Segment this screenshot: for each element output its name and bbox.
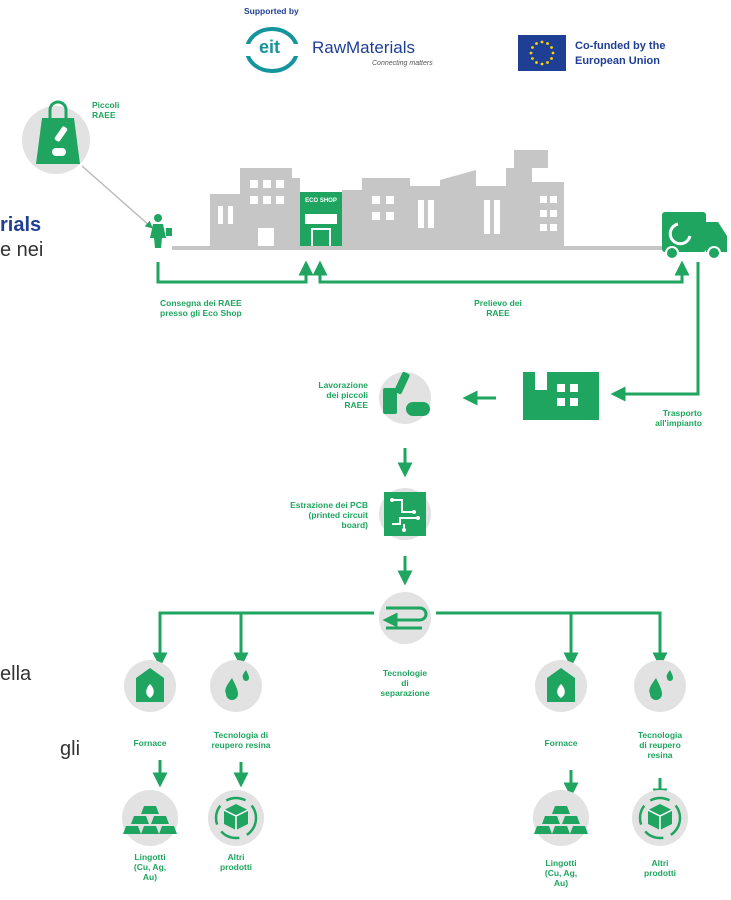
label-lingotti-left: Lingotti (Cu, Ag, Au) [133, 852, 167, 882]
eu-star [531, 57, 534, 60]
eu-star [550, 57, 553, 60]
ingots-left-icon [122, 790, 178, 846]
label-altri-left: Altri prodotti [219, 852, 253, 872]
eit-logo: eit [244, 26, 306, 74]
eu-star [529, 51, 533, 55]
city-windows [218, 180, 557, 246]
side-text-fragment-1: rials [0, 214, 42, 236]
label-resina-left: Tecnologia di reupero resina [211, 730, 271, 750]
factory-icon [523, 372, 599, 420]
resina-left-icon [210, 660, 262, 712]
right-branch-line [436, 611, 668, 668]
truck-icon [662, 212, 727, 260]
fornace-right-icon [535, 660, 587, 712]
prelievo-bracket [312, 260, 690, 284]
label-fornace-right: Fornace [544, 738, 578, 748]
label-prelievo: Prelievo dei RAEE [474, 298, 522, 318]
eu-star [546, 42, 549, 45]
products-left-icon [208, 790, 264, 846]
ingots-right-icon [533, 790, 589, 846]
eu-star [540, 40, 544, 44]
person-icon [150, 214, 172, 248]
eu-star [550, 46, 553, 49]
rawmaterials-logo-tagline: Connecting matters [372, 60, 433, 67]
label-tecnologie-separazione: Tecnologie di separazione [380, 668, 430, 698]
eit-logo-text: eit [259, 37, 281, 57]
eu-star [531, 46, 534, 49]
label-trasporto: Trasporto all'impianto [655, 408, 702, 428]
label-estrazione: Estrazione dei PCB (printed circuit boar… [290, 500, 368, 530]
eu-cofunded-line2: European Union [575, 55, 660, 67]
side-text-fragment-4: gli [60, 738, 81, 760]
eu-flag [518, 35, 566, 71]
small-devices-icon [379, 371, 431, 424]
eu-star [535, 61, 538, 64]
fornace-left-icon [124, 660, 176, 712]
raee-bag-icon [22, 100, 90, 174]
label-piccoli-raee: Piccoli RAEE [92, 100, 120, 120]
eu-star [535, 42, 538, 45]
label-altri-right: Altri prodotti [643, 858, 677, 878]
left-branch-line [152, 611, 374, 668]
eu-star [551, 51, 555, 55]
eu-cofunded-line1: Co-funded by the [575, 40, 666, 52]
eu-star [540, 62, 544, 66]
eco-shop-building [300, 192, 342, 246]
consegna-bracket [156, 260, 314, 284]
bag-to-person-line [81, 165, 153, 229]
eu-star [546, 61, 549, 64]
label-lingotti-right: Lingotti (Cu, Ag, Au) [544, 858, 578, 888]
products-right-icon [632, 790, 688, 846]
pcb-icon [379, 488, 431, 540]
side-text-fragment-3: ella [0, 663, 32, 685]
label-fornace-left: Fornace [133, 738, 167, 748]
side-text-fragment-2: e nei [0, 239, 44, 261]
separation-icon [379, 592, 431, 644]
rawmaterials-logo-name: RawMaterials [312, 38, 415, 57]
label-resina-right: Tecnologia di reupero resina [637, 730, 683, 760]
supported-by-text: Supported by [244, 6, 299, 16]
eco-shop-sign: ECO SHOP [305, 198, 337, 204]
trasporto-line [610, 262, 700, 402]
resina-right-icon [634, 660, 686, 712]
label-lavorazione: Lavorazione dei piccoli RAEE [318, 380, 368, 410]
label-consegna: Consegna dei RAEE presso gli Eco Shop [160, 298, 242, 318]
